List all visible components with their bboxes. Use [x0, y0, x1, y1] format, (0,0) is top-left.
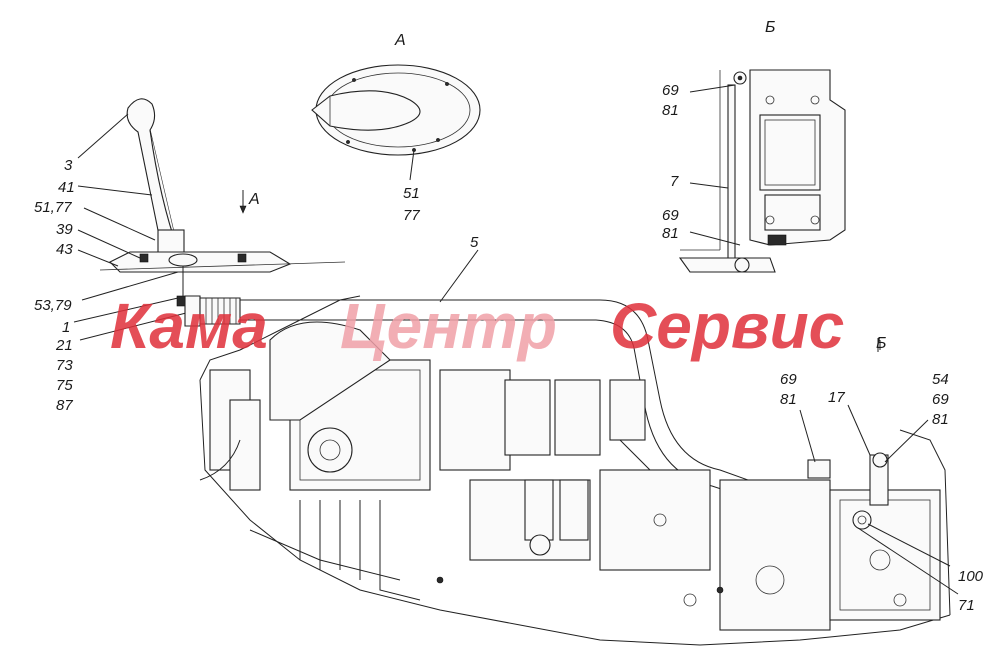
- label-53-79: 53,79: [34, 297, 72, 314]
- label-b-7: 7: [670, 173, 679, 190]
- view-b-marker: Б: [876, 335, 886, 352]
- view-a-marker: А: [248, 191, 260, 208]
- label-3: 3: [64, 157, 73, 174]
- watermark-logo: Кама Центр Сервис: [110, 290, 844, 362]
- label-73: 73: [56, 357, 73, 374]
- right-linkage: Б 69 81 17 54 69 81 100 71: [780, 335, 984, 614]
- label-b-69-mid: 69: [662, 207, 679, 224]
- label-87: 87: [56, 397, 73, 414]
- label-b-69-top: 69: [662, 82, 679, 99]
- view-a-detail: А 51 77: [311, 32, 481, 224]
- label-43: 43: [56, 241, 73, 258]
- label-1: 1: [62, 319, 70, 336]
- watermark-part-3: Сервис: [610, 290, 844, 362]
- label-a-77: 77: [403, 207, 420, 224]
- label-b-81-top: 81: [662, 102, 679, 119]
- watermark-part-2: Центр: [340, 290, 557, 362]
- label-75: 75: [56, 377, 73, 394]
- label-r-81b: 81: [932, 411, 949, 428]
- label-r-81: 81: [780, 391, 797, 408]
- view-b-detail: Б 69 81 7 69 81: [662, 19, 846, 273]
- view-a-title: А: [394, 32, 406, 49]
- label-r-69: 69: [780, 371, 797, 388]
- gear-lever-assembly: А 3 41 51,77 39 43 53,79 1 21 73 75 87: [34, 98, 346, 414]
- label-r-54: 54: [932, 371, 949, 388]
- label-5: 5: [470, 234, 479, 251]
- label-21: 21: [55, 337, 73, 354]
- label-39: 39: [56, 221, 73, 238]
- label-r-17: 17: [828, 389, 845, 406]
- view-b-title: Б: [765, 19, 775, 36]
- label-r-71: 71: [958, 597, 975, 614]
- label-a-51: 51: [403, 185, 420, 202]
- label-41: 41: [58, 179, 75, 196]
- label-51-77: 51,77: [34, 199, 72, 216]
- watermark-part-1: Кама: [110, 290, 268, 362]
- label-r-100: 100: [958, 568, 984, 585]
- label-b-81-mid: 81: [662, 225, 679, 242]
- label-r-69b: 69: [932, 391, 949, 408]
